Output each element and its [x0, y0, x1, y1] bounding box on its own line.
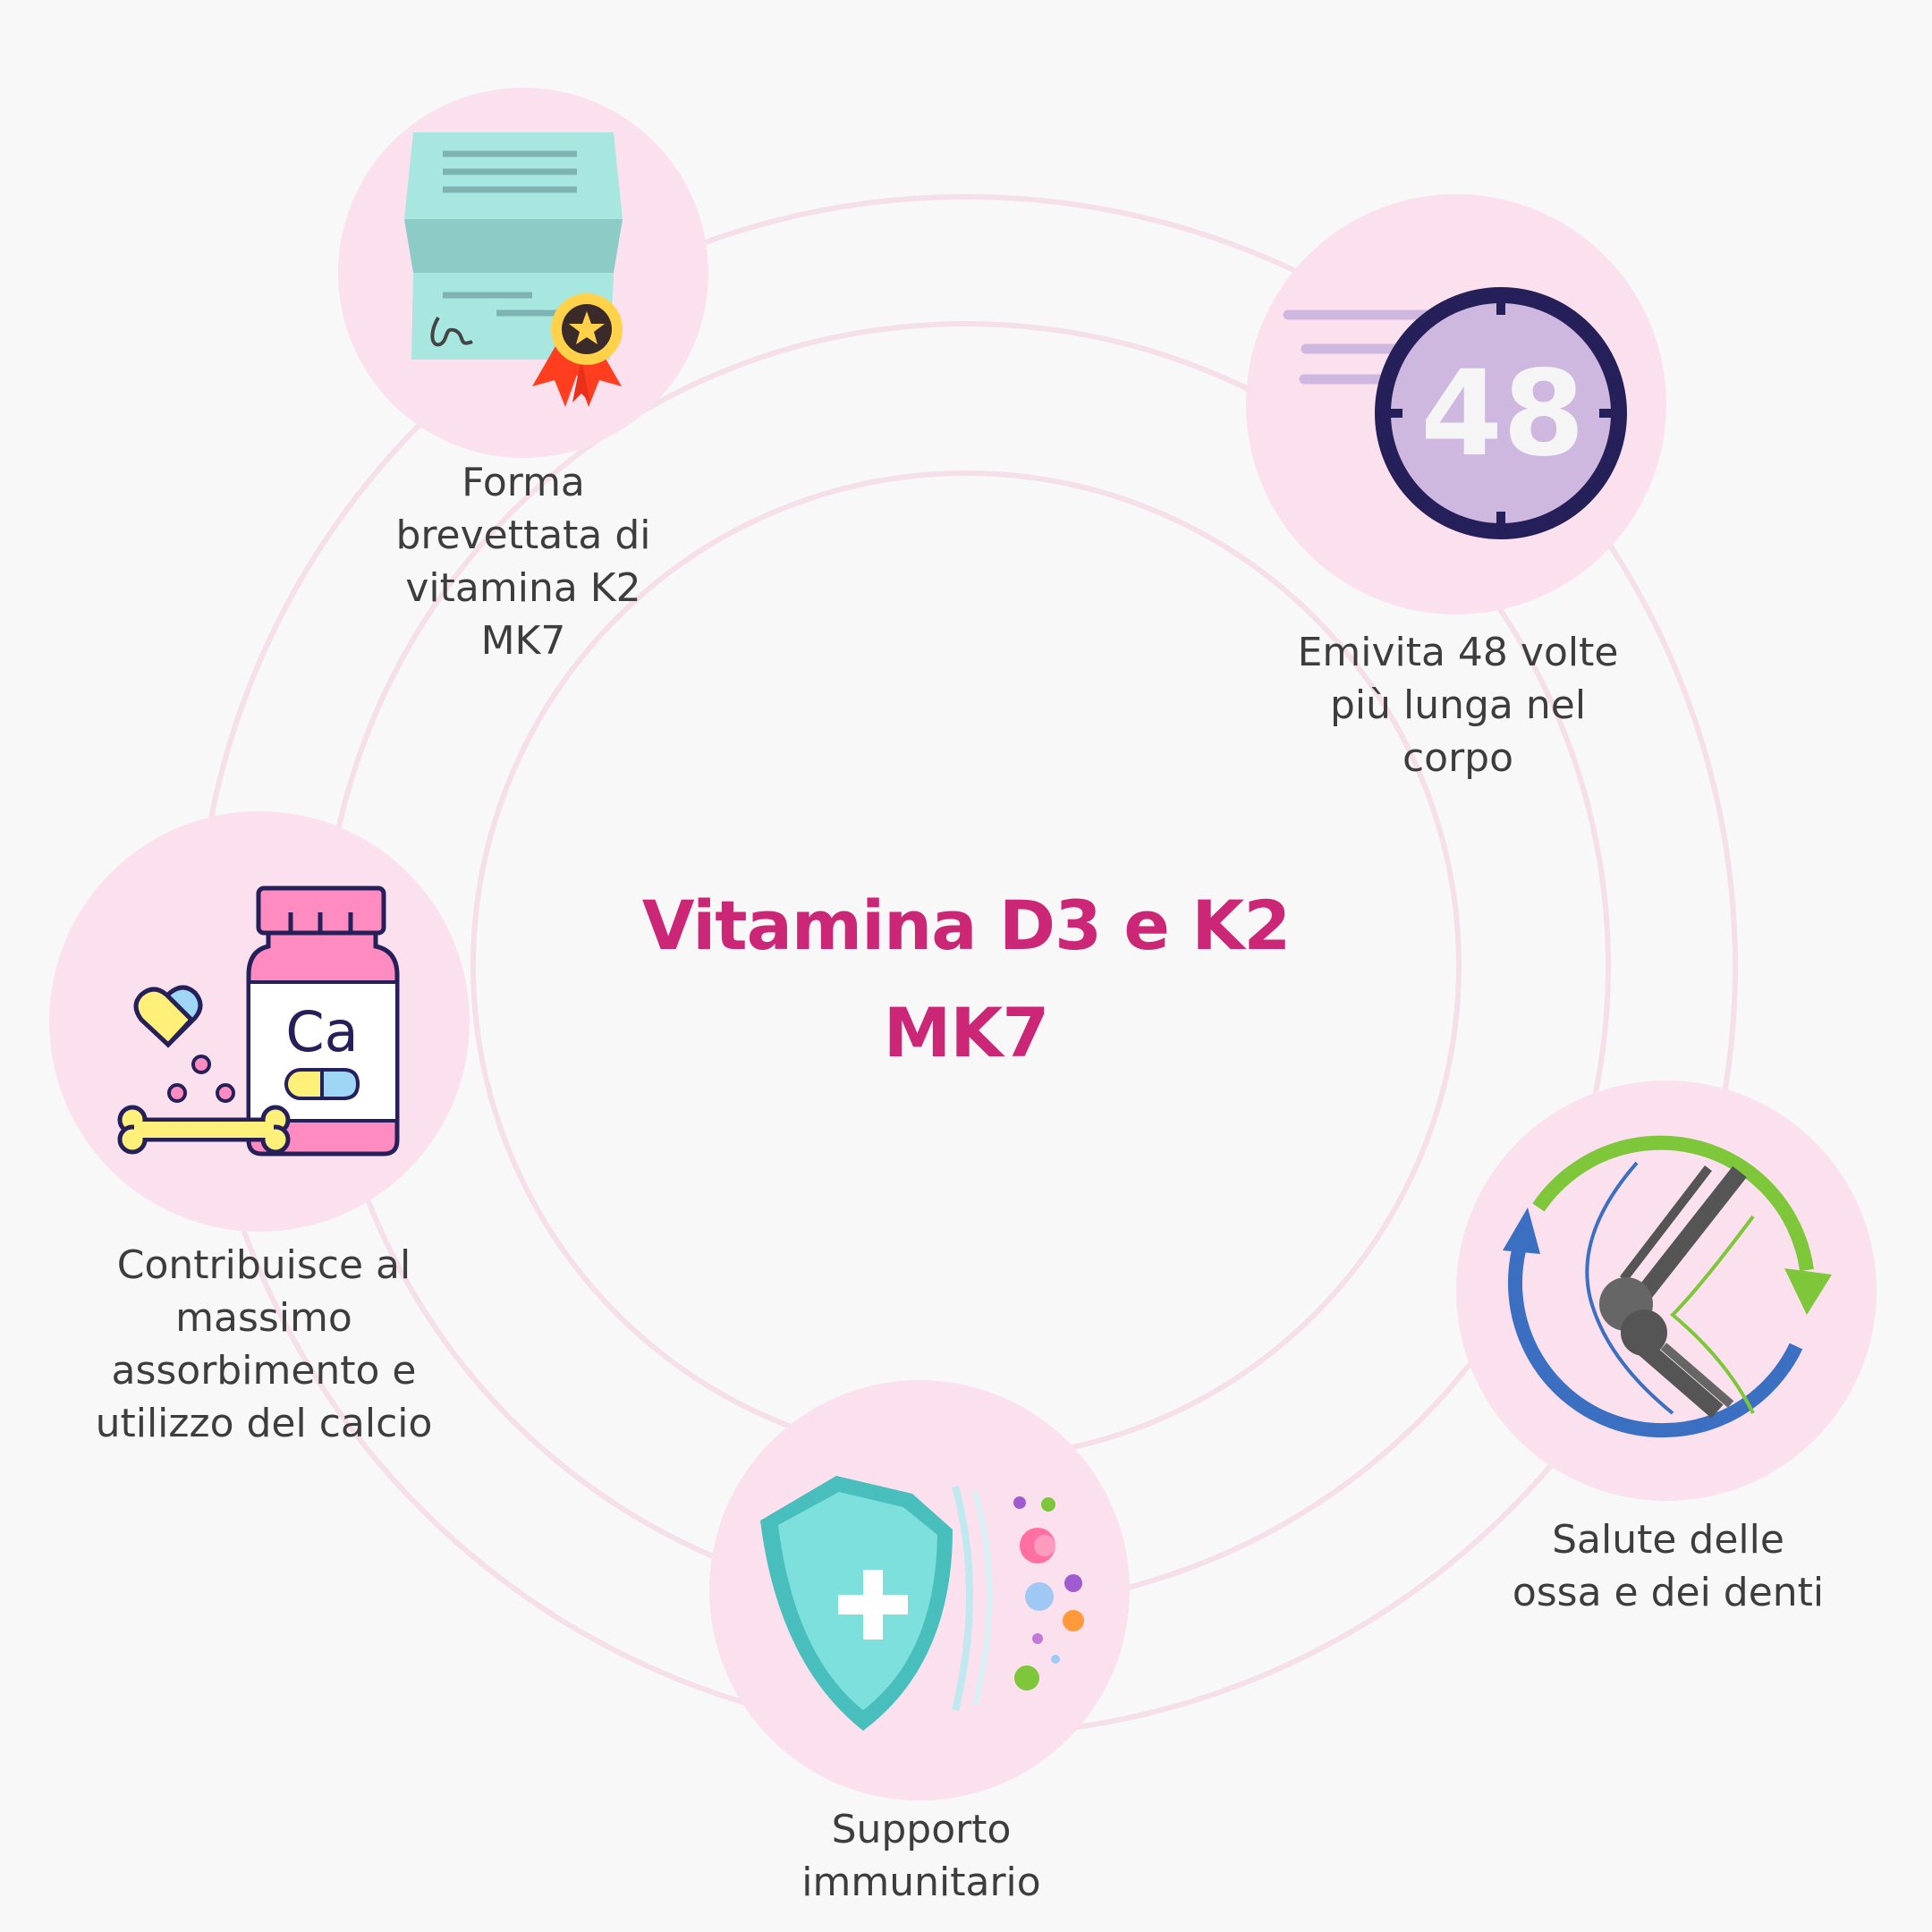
diagram-title: Vitamina D3 e K2 MK7	[608, 872, 1324, 1087]
label-line: Salute delle	[1552, 1517, 1784, 1563]
label-line: Contribuisce al	[116, 1242, 411, 1288]
calcium-symbol: Ca	[285, 999, 358, 1064]
label-line: più lunga nel	[1329, 682, 1587, 728]
label-line: brevettata di	[395, 513, 651, 558]
title-line-1: Vitamina D3 e K2	[641, 886, 1291, 965]
timer-number: 48	[1420, 345, 1585, 483]
knee-joint-icon	[1503, 1135, 1832, 1438]
label-line: massimo	[175, 1295, 352, 1341]
label-line: vitamina K2	[405, 565, 641, 611]
label-line: utilizzo del calcio	[95, 1401, 433, 1446]
benefit-label-immune: Supporto immunitario	[716, 1803, 1127, 1909]
benefit-label-patent: Forma brevettata di vitamina K2 MK7	[344, 456, 702, 667]
benefit-label-half-life: Emivita 48 volte più lunga nel corpo	[1252, 626, 1664, 784]
benefit-label-calcium: Contribuisce al massimo assorbimento e u…	[54, 1239, 474, 1450]
immune-shield-icon	[760, 1476, 1084, 1731]
label-line: Supporto	[831, 1807, 1012, 1852]
calcium-supplement-icon: Ca	[117, 886, 400, 1157]
label-line: assorbimento e	[111, 1348, 417, 1394]
benefit-label-bones-teeth: Salute delle ossa e dei denti	[1449, 1513, 1887, 1619]
patent-certificate-icon	[404, 132, 623, 407]
timer-48-icon: 48	[1283, 287, 1627, 539]
label-line: immunitario	[801, 1860, 1041, 1905]
label-line: Forma	[462, 460, 585, 505]
label-line: ossa e dei denti	[1512, 1570, 1825, 1615]
title-line-2: MK7	[883, 993, 1049, 1072]
label-line: corpo	[1402, 735, 1514, 781]
label-line: Emivita 48 volte	[1297, 630, 1619, 675]
label-line: MK7	[480, 618, 566, 664]
